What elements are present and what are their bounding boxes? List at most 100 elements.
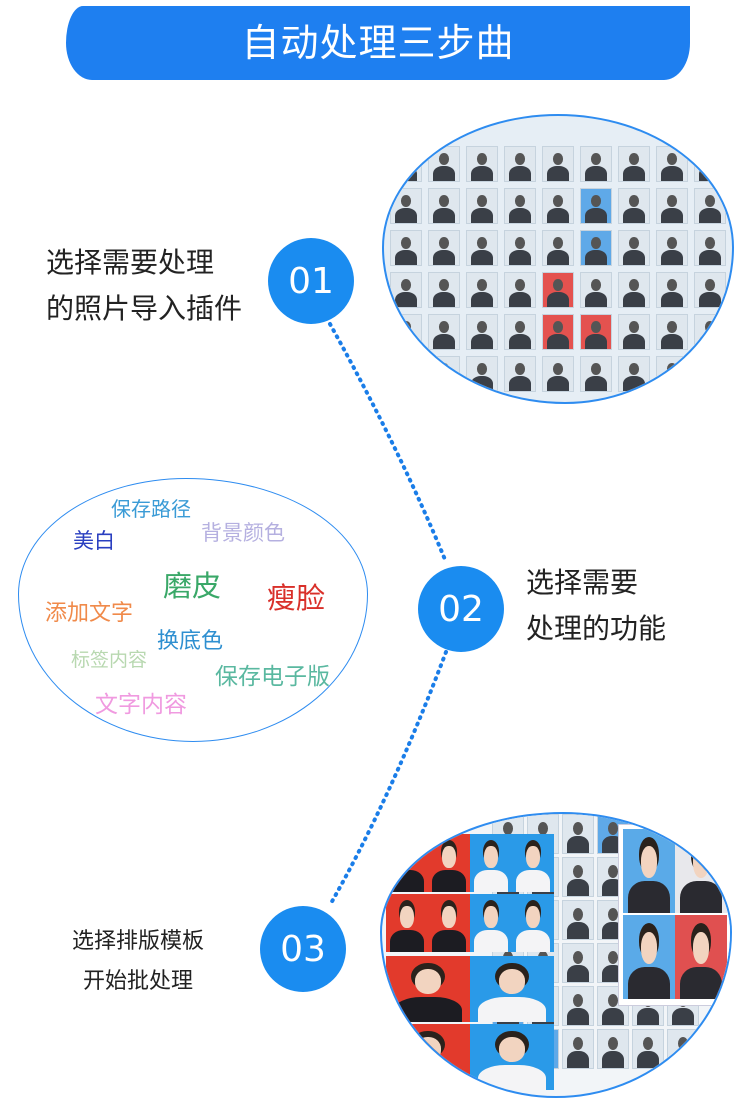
photo-thumbnail bbox=[580, 188, 612, 224]
photo-thumbnail bbox=[504, 188, 536, 224]
photo-thumbnail bbox=[694, 230, 726, 266]
function-add-text: 添加文字 bbox=[45, 601, 134, 626]
layout-template-preview bbox=[380, 812, 732, 1098]
photo-thumbnail bbox=[618, 188, 650, 224]
step-1-line-1: 选择需要处理 bbox=[46, 246, 215, 279]
photo-thumbnail bbox=[694, 146, 726, 182]
photo-thumbnail bbox=[466, 146, 498, 182]
function-face-slimming: 瘦脸 bbox=[267, 581, 326, 615]
photo-thumbnail bbox=[694, 356, 726, 392]
photo-thumbnail bbox=[542, 230, 574, 266]
id-photo bbox=[675, 829, 727, 913]
photo-thumbnail bbox=[562, 814, 594, 854]
id-photo bbox=[386, 956, 470, 1022]
photo-thumbnail bbox=[656, 230, 688, 266]
photo-thumbnail bbox=[504, 272, 536, 308]
id-photo bbox=[470, 956, 554, 1022]
photo-thumbnail bbox=[428, 314, 460, 350]
step-3-line-2: 开始批处理 bbox=[82, 969, 193, 994]
photo-thumbnail bbox=[542, 314, 574, 350]
photo-thumbnail bbox=[656, 314, 688, 350]
step-1-number: 01 bbox=[288, 260, 334, 302]
photo-thumbnail bbox=[466, 356, 498, 392]
step-1-badge: 01 bbox=[268, 238, 354, 324]
layout-sheet-front bbox=[386, 834, 554, 1096]
function-save-path: 保存路径 bbox=[111, 497, 191, 521]
photo-thumbnail bbox=[428, 356, 460, 392]
step-3-number: 03 bbox=[280, 928, 326, 970]
photo-thumbnail bbox=[656, 146, 688, 182]
photo-thumbnail bbox=[694, 314, 726, 350]
photo-thumbnail bbox=[562, 986, 594, 1026]
photo-thumbnail bbox=[390, 356, 422, 392]
photo-thumbnail bbox=[562, 857, 594, 897]
photo-thumbnail bbox=[618, 356, 650, 392]
id-photo bbox=[428, 834, 470, 892]
step-3-description: 选择排版模板 开始批处理 bbox=[60, 922, 216, 1002]
step-2-description: 选择需要 处理的功能 bbox=[526, 560, 666, 652]
photo-thumbnail bbox=[504, 230, 536, 266]
photo-thumbnail bbox=[390, 146, 422, 182]
photo-thumbnail bbox=[618, 230, 650, 266]
photo-thumbnail bbox=[562, 900, 594, 940]
photo-thumbnail bbox=[428, 146, 460, 182]
id-photo bbox=[512, 834, 554, 892]
photo-thumbnail bbox=[466, 230, 498, 266]
photo-thumbnail bbox=[390, 314, 422, 350]
photo-thumbnail bbox=[562, 1029, 594, 1069]
photo-thumbnail bbox=[580, 230, 612, 266]
page-title-banner: 自动处理三步曲 bbox=[66, 6, 690, 80]
step-2-number: 02 bbox=[438, 588, 484, 630]
photo-thumbnail bbox=[580, 146, 612, 182]
photo-thumbnail bbox=[694, 188, 726, 224]
function-cloud: 保存路径 美白 背景颜色 磨皮 瘦脸 添加文字 换底色 标签内容 保存电子版 文… bbox=[18, 478, 368, 742]
photo-thumbnail bbox=[618, 146, 650, 182]
photo-thumbnail bbox=[580, 272, 612, 308]
id-photo bbox=[512, 894, 554, 952]
function-label-content: 标签内容 bbox=[71, 649, 148, 671]
photo-thumbnail bbox=[466, 272, 498, 308]
function-whitening: 美白 bbox=[73, 529, 115, 553]
photo-thumbnail bbox=[656, 272, 688, 308]
photo-thumbnail bbox=[542, 146, 574, 182]
page-title: 自动处理三步曲 bbox=[241, 21, 515, 65]
id-photo bbox=[386, 1024, 470, 1090]
step-2-line-2: 处理的功能 bbox=[526, 612, 667, 645]
photo-thumbnail bbox=[428, 230, 460, 266]
photo-thumbnail bbox=[390, 272, 422, 308]
step-3-line-1: 选择排版模板 bbox=[71, 929, 204, 954]
photo-thumbnail bbox=[667, 1029, 699, 1069]
photo-thumbnail bbox=[562, 943, 594, 983]
photo-thumbnail bbox=[580, 314, 612, 350]
photo-thumbnail bbox=[466, 188, 498, 224]
photo-thumbnail bbox=[428, 188, 460, 224]
photo-thumbnail bbox=[694, 272, 726, 308]
photo-thumbnail bbox=[597, 1029, 629, 1069]
id-photo bbox=[675, 915, 727, 999]
photo-thumbnail bbox=[542, 272, 574, 308]
photo-thumbnail bbox=[504, 314, 536, 350]
photo-thumbnail bbox=[504, 146, 536, 182]
photo-thumbnail bbox=[656, 356, 688, 392]
layout-sheet-right bbox=[618, 824, 730, 1006]
id-photo bbox=[470, 834, 512, 892]
photo-thumbnail bbox=[390, 230, 422, 266]
photo-thumbnail-grid bbox=[390, 146, 726, 392]
step-1-description: 选择需要处理 的照片导入插件 bbox=[46, 240, 242, 332]
photo-thumbnail bbox=[597, 986, 629, 1026]
photo-thumbnail bbox=[618, 314, 650, 350]
imported-photos-preview bbox=[382, 114, 734, 404]
id-photo bbox=[428, 894, 470, 952]
photo-thumbnail bbox=[542, 356, 574, 392]
id-photo bbox=[386, 894, 428, 952]
photo-thumbnail bbox=[580, 356, 612, 392]
photo-thumbnail bbox=[542, 188, 574, 224]
id-photo bbox=[470, 1024, 554, 1090]
id-photo bbox=[623, 915, 675, 999]
photo-thumbnail bbox=[618, 272, 650, 308]
id-photo bbox=[470, 894, 512, 952]
photo-thumbnail bbox=[504, 356, 536, 392]
id-photo bbox=[386, 834, 428, 892]
function-save-digital: 保存电子版 bbox=[215, 664, 330, 690]
